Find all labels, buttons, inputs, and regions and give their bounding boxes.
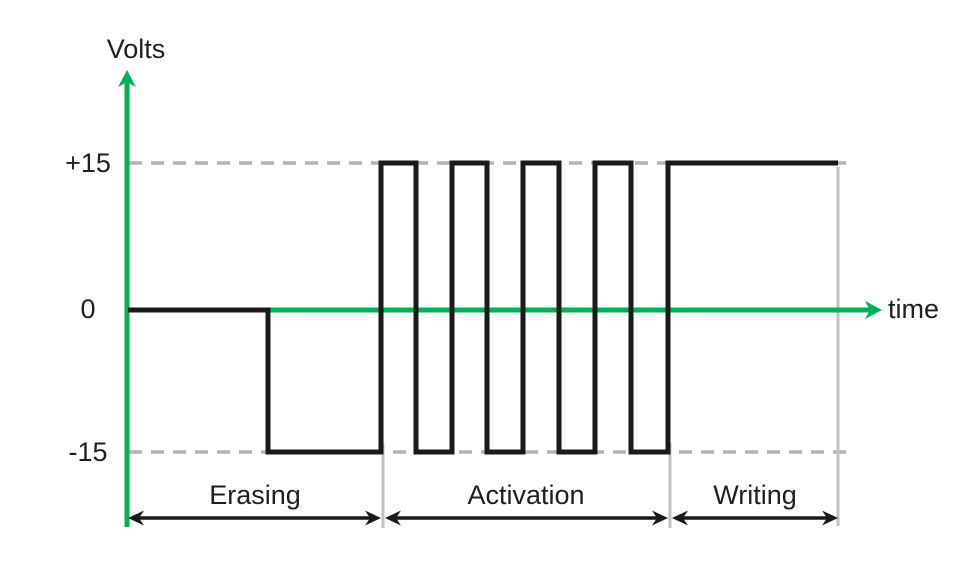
y-tick-minus15: -15 [68,437,108,467]
y-axis-arrowhead [118,70,136,87]
phase-arrow-writing-head-right [822,510,838,526]
phase-arrow-erasing-head-left [128,510,144,526]
phase-arrow-activation-head-left [385,510,401,526]
waveform-path [128,160,838,455]
y-axis-title: Volts [106,34,166,64]
x-axis-arrowhead [865,301,882,319]
y-tick-plus15: +15 [65,148,111,178]
y-tick-zero: 0 [80,294,96,324]
phase-label-writing: Writing [713,480,797,510]
x-axis-title: time [888,294,940,324]
phase-arrow-writing-head-left [672,510,688,526]
phase-arrow-erasing-head-right [365,510,381,526]
phase-arrow-activation-head-right [652,510,668,526]
phase-label-activation: Activation [467,480,585,510]
phase-label-erasing: Erasing [209,480,301,510]
